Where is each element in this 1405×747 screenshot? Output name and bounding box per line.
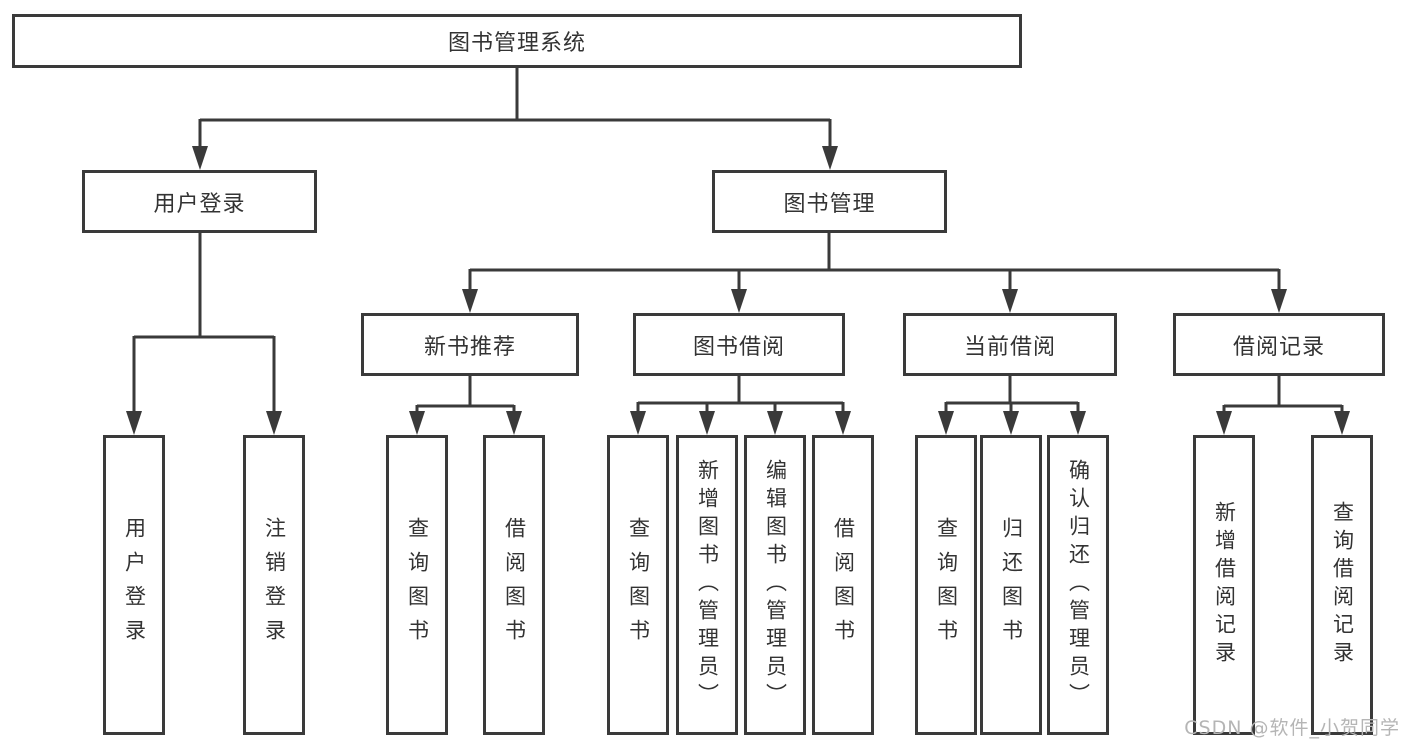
arrowhead [506,411,522,435]
arrowhead [1271,289,1287,313]
node-book-borrowing: 图书借阅 [633,313,845,376]
node-user-login: 用户登录 [82,170,317,233]
leaf-borrowing-query-books: 查询图书 [607,435,669,735]
leaf-recommend-borrow-books: 借阅图书 [483,435,545,735]
arrowhead [1002,289,1018,313]
arrowhead [822,146,838,170]
leaf-logout: 注销登录 [243,435,305,735]
arrowheads [126,146,1350,435]
arrowhead [767,411,783,435]
arrowhead [126,411,142,435]
arrowhead [630,411,646,435]
connector-new-book-recommend-to-leaves [415,376,516,418]
arrowhead [409,411,425,435]
connector-user-login-to-leaves [132,232,276,418]
leaf-records-add-record: 新增借阅记录 [1193,435,1255,735]
arrowhead [1070,411,1086,435]
leaf-current-confirm-return-admin: 确认归还（管理员） [1047,435,1109,735]
node-borrowing-records: 借阅记录 [1173,313,1385,376]
leaf-borrowing-borrow-books: 借阅图书 [812,435,874,735]
leaf-borrowing-add-books-admin: 新增图书（管理员） [676,435,738,735]
csdn-watermark: CSDN @软件_小贺同学 [1184,717,1400,739]
node-library-system-root: 图书管理系统 [12,14,1022,68]
arrowhead [731,289,747,313]
connector-book-management-to-level3 [468,232,1281,296]
connector-book-borrowing-to-leaves [636,376,845,418]
arrowhead [1216,411,1232,435]
arrowhead [192,146,208,170]
leaf-user-login: 用户登录 [103,435,165,735]
arrowhead [1003,411,1019,435]
arrowhead [835,411,851,435]
arrowhead [938,411,954,435]
arrowhead [1334,411,1350,435]
connector-borrowing-records-to-leaves [1222,376,1344,418]
leaf-current-query-books: 查询图书 [915,435,977,735]
arrowhead [462,289,478,313]
leaf-recommend-query-books: 查询图书 [386,435,448,735]
node-book-management: 图书管理 [712,170,947,233]
arrowhead [266,411,282,435]
connector-current-borrowing-to-leaves [944,376,1080,418]
leaf-current-return-books: 归还图书 [980,435,1042,735]
leaf-borrowing-edit-books-admin: 编辑图书（管理员） [744,435,806,735]
connector-root-to-level2 [198,67,832,152]
leaf-records-query-record: 查询借阅记录 [1311,435,1373,735]
arrowhead [699,411,715,435]
node-current-borrowing: 当前借阅 [903,313,1117,376]
node-new-book-recommend: 新书推荐 [361,313,579,376]
